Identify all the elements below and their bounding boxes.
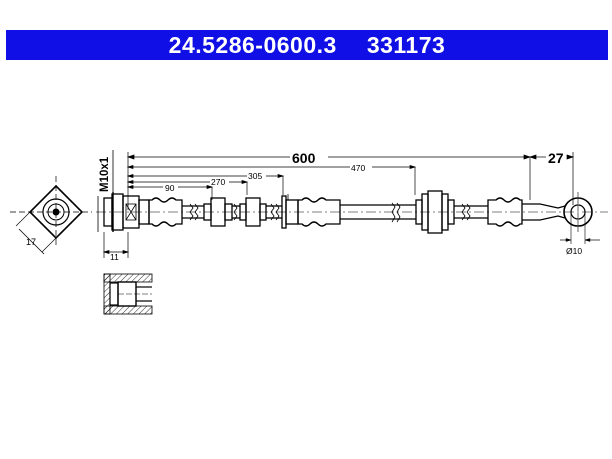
dim-27-label: 27 xyxy=(548,150,564,166)
dim-600-label: 600 xyxy=(292,150,316,166)
dim-470-label: 470 xyxy=(351,163,365,173)
hose-assembly: Ø10 xyxy=(96,190,608,256)
dim-d10-label: Ø10 xyxy=(566,246,582,256)
title-bar: 24.5286-0600.3 331173 xyxy=(6,30,608,60)
hex-end-view: 17 xyxy=(10,176,92,255)
dim-305-label: 305 xyxy=(248,171,262,181)
thread-callout: M10x1 xyxy=(97,150,114,232)
dim-90-label: 90 xyxy=(165,183,175,193)
dim-270-label: 270 xyxy=(211,177,225,187)
part-number: 24.5286-0600.3 xyxy=(168,31,337,58)
dim-11-label: 11 xyxy=(110,252,119,262)
dimension-lines: 600 27 470 305 270 90 xyxy=(102,150,575,262)
reference-number: 331173 xyxy=(366,31,446,58)
section-detail xyxy=(103,273,153,315)
thread-label: M10x1 xyxy=(99,156,111,192)
dim-17-label: 17 xyxy=(26,237,36,247)
